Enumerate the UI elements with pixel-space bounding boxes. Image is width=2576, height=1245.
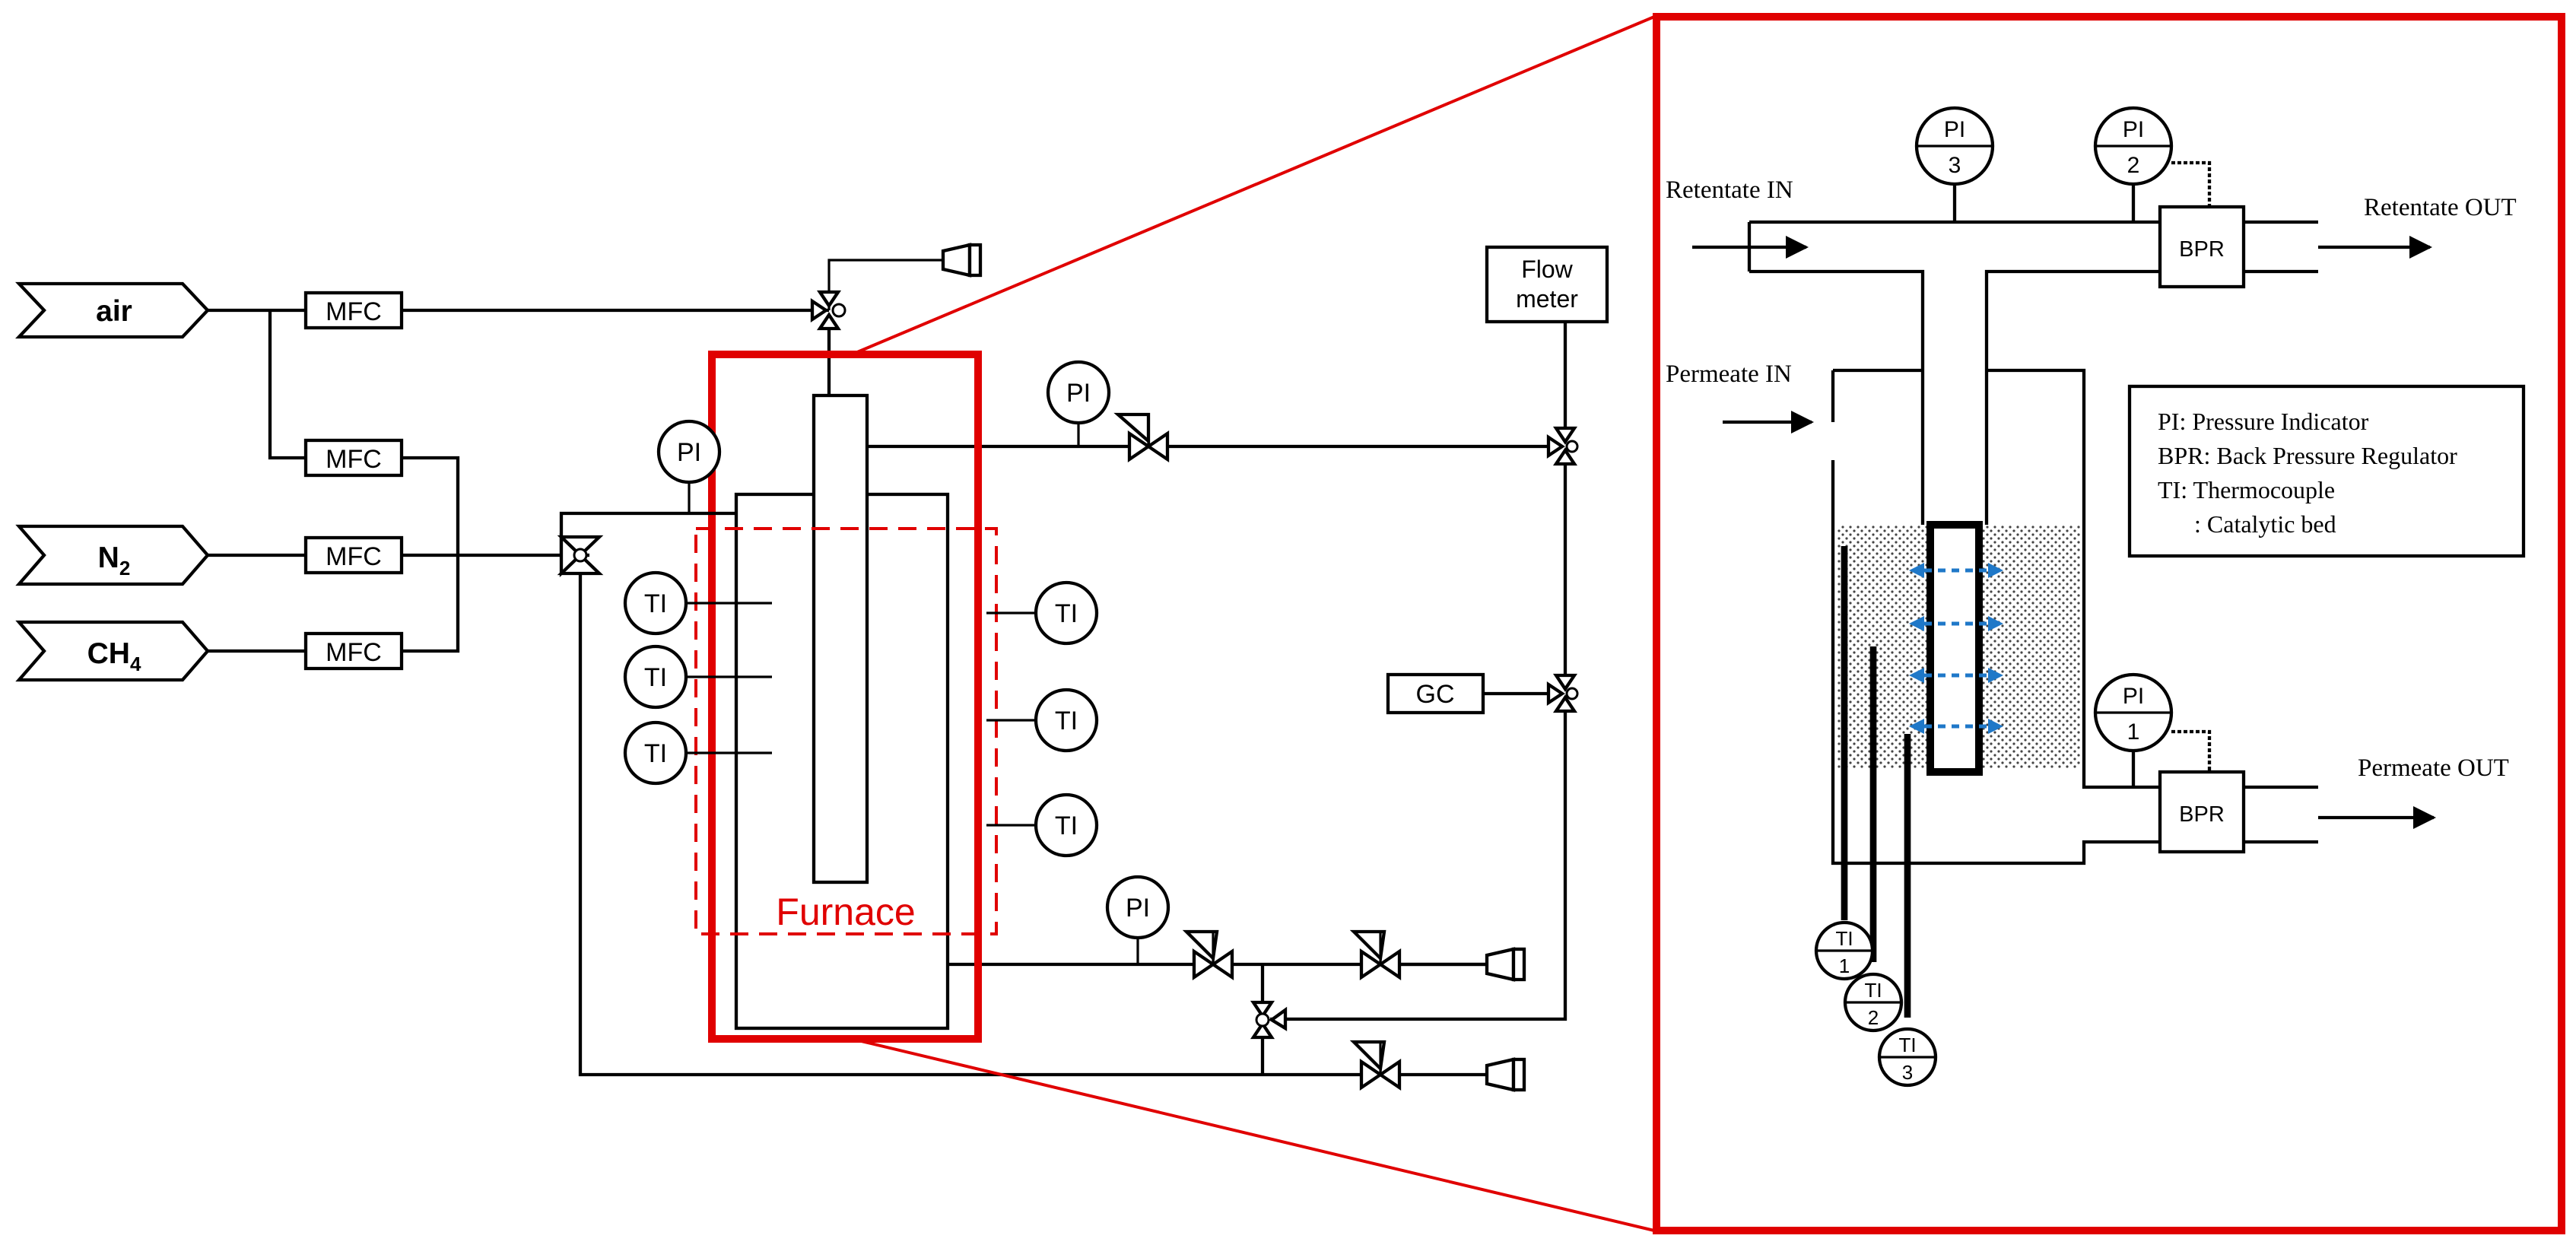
flow-meter-line2: meter xyxy=(1516,285,1578,313)
ti-right-2-label: TI xyxy=(1055,707,1078,735)
retentate-in-label: Retentate IN xyxy=(1666,176,1793,204)
mfc-n2-label: MFC xyxy=(326,542,382,571)
source-ch4-label: CH xyxy=(87,637,130,670)
source-n2-subscript: 2 xyxy=(119,557,130,580)
gc-analyzer: GC xyxy=(1386,672,1485,715)
pi-2-number: 2 xyxy=(2127,153,2140,178)
pi-2-label: PI xyxy=(2123,117,2144,142)
mfc-n2: MFC xyxy=(303,535,404,575)
svg-text:N2: N2 xyxy=(98,542,131,580)
permeate-out-label: Permeate OUT xyxy=(2358,754,2509,782)
reactor-vessel xyxy=(734,393,1555,1031)
bpr-retentate-label: BPR xyxy=(2179,237,2225,262)
mfc-air: MFC xyxy=(303,291,404,330)
ti-1: TI 1 xyxy=(1814,920,1875,981)
permeation-arrows xyxy=(1909,563,2003,734)
mfc-ch4: MFC xyxy=(303,631,404,671)
source-air: air xyxy=(15,281,210,339)
feed-lines xyxy=(208,308,829,653)
pi-1-number: 1 xyxy=(2127,719,2140,745)
pi-inlet: PI xyxy=(656,419,722,513)
legend: PI: Pressure Indicator BPR: Back Pressur… xyxy=(2127,384,2526,558)
ti-3: TI 3 xyxy=(1877,1027,1938,1088)
mfc-air-label: MFC xyxy=(326,297,382,326)
pi-3-label: PI xyxy=(1944,117,1965,142)
ti-2-number: 2 xyxy=(1868,1006,1879,1029)
mfc-ch4-label: MFC xyxy=(326,638,382,667)
ti-2-label: TI xyxy=(1864,979,1882,1002)
detail-panel xyxy=(1653,13,2565,1234)
ti-1-label: TI xyxy=(1835,927,1853,950)
flow-meter-line1: Flow xyxy=(1521,256,1573,283)
pi-1-label: PI xyxy=(2123,684,2144,709)
furnace-heating-zone xyxy=(694,527,998,935)
inlet-valve-left xyxy=(557,511,1361,1077)
zoom-line-bottom xyxy=(851,1037,1655,1232)
source-n2: N2 xyxy=(15,524,210,586)
bpr-retentate: BPR xyxy=(2158,205,2246,289)
source-n2-label: N xyxy=(98,542,119,574)
furnace-outline xyxy=(708,351,982,1043)
three-way-valve-top xyxy=(810,259,943,395)
permeate-in-label: Permeate IN xyxy=(1666,360,1792,388)
pi-2: PI 2 xyxy=(2093,106,2212,222)
bpr-valve-permeate xyxy=(1182,929,1234,981)
ti-2: TI 2 xyxy=(1843,972,1904,1033)
ti-left-1-label: TI xyxy=(644,589,667,618)
source-ch4: CH4 xyxy=(15,620,210,682)
bpr-permeate-label: BPR xyxy=(2179,802,2225,827)
flow-meter-lines xyxy=(1270,322,1579,1021)
source-air-label: air xyxy=(96,295,132,328)
pi-3-number: 3 xyxy=(1949,153,1961,178)
legend-line3: TI: Thermocouple xyxy=(2158,476,2335,503)
ti-left-group: TI TI TI xyxy=(623,570,772,786)
legend-line1: PI: Pressure Indicator xyxy=(2158,408,2369,435)
pi-inlet-label: PI xyxy=(677,438,701,467)
bpr-valve-retentate xyxy=(1113,412,1170,463)
three-way-valve-bottom xyxy=(1250,964,1288,1075)
bpr-permeate: BPR xyxy=(2158,770,2246,854)
zoom-line-top xyxy=(851,15,1655,356)
svg-text:CH4: CH4 xyxy=(87,637,141,675)
permeate-shell xyxy=(1831,368,2318,865)
pi-retentate-label: PI xyxy=(1066,379,1091,408)
vent-valve-middle xyxy=(1349,929,1526,982)
vent-valve-bottom xyxy=(1349,1040,1526,1092)
mfc-upper-label: MFC xyxy=(326,445,382,474)
ti-right-3-label: TI xyxy=(1055,811,1078,840)
legend-line4: : Catalytic bed xyxy=(2194,510,2336,538)
furnace-label: Furnace xyxy=(776,891,915,933)
membrane-tube xyxy=(1926,521,1983,776)
ti-right-1-label: TI xyxy=(1055,599,1078,628)
source-ch4-subscript: 4 xyxy=(130,653,141,675)
ti-1-number: 1 xyxy=(1839,954,1850,977)
flow-meter: Flow meter xyxy=(1485,245,1609,324)
thermocouple-rods xyxy=(1841,546,1911,1018)
ti-3-number: 3 xyxy=(1902,1061,1913,1084)
ti-3-label: TI xyxy=(1898,1034,1916,1056)
pi-1: PI 1 xyxy=(2093,672,2212,787)
pi-retentate: PI xyxy=(1046,360,1111,446)
gc-label: GC xyxy=(1416,680,1455,709)
mfc-upper: MFC xyxy=(303,438,404,478)
pi-3: PI 3 xyxy=(1914,106,1995,222)
ti-left-3-label: TI xyxy=(644,739,667,768)
ti-left-2-label: TI xyxy=(644,663,667,692)
pi-permeate: PI xyxy=(1105,875,1170,964)
ti-right-group: TI TI TI xyxy=(986,580,1099,858)
vent-top xyxy=(941,243,983,278)
pi-permeate-label: PI xyxy=(1126,894,1150,923)
retentate-out-label: Retentate OUT xyxy=(2364,194,2517,221)
legend-line2: BPR: Back Pressure Regulator xyxy=(2158,442,2457,469)
